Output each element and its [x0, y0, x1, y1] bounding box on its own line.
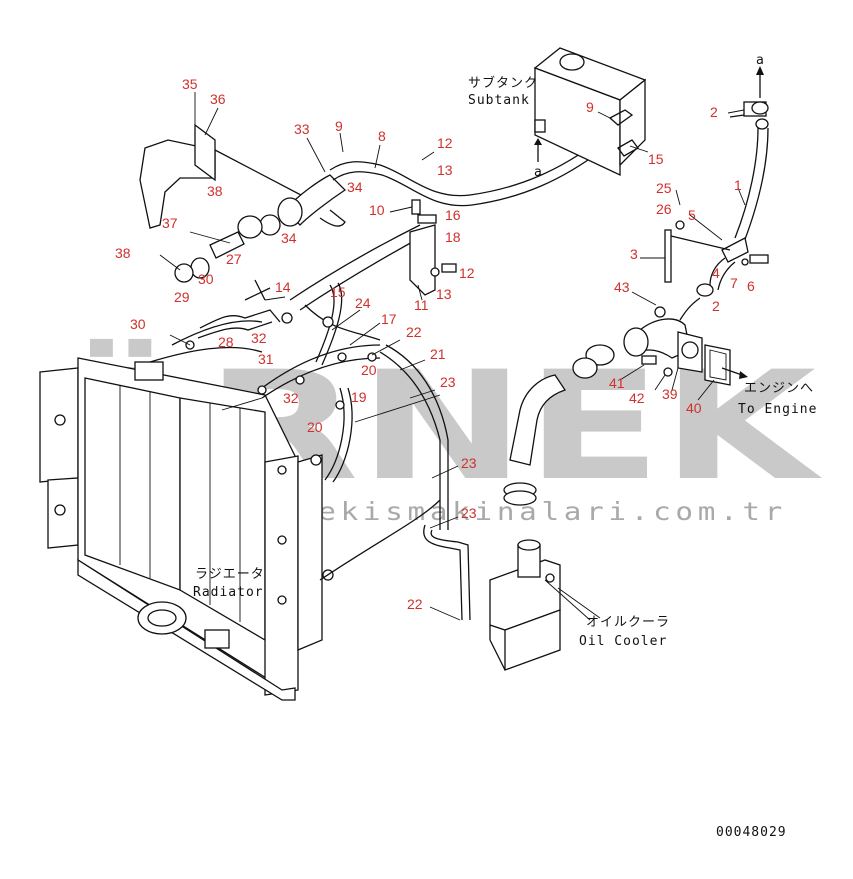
callout-38b: 38: [115, 245, 131, 261]
oil-cooler: [489, 539, 561, 671]
callout-4: 4: [712, 265, 720, 281]
label-radiator-jp: ラジエータ: [195, 567, 265, 582]
callout-27: 27: [226, 251, 242, 267]
callout-30: 30: [198, 271, 214, 287]
callout-17: 17: [381, 311, 397, 327]
callout-2: 2: [710, 104, 718, 120]
label-engine-en: To Engine: [738, 402, 817, 417]
callout-39: 39: [662, 386, 678, 402]
callout-7: 7: [730, 275, 738, 291]
callout-30b: 30: [130, 316, 146, 332]
callout-14: 14: [275, 279, 291, 295]
center-brackets: [409, 199, 457, 296]
callout-15: 15: [330, 284, 346, 300]
callout-34b: 34: [281, 230, 297, 246]
callout-6: 6: [747, 278, 755, 294]
callout-38: 38: [207, 183, 223, 199]
callout-43: 43: [614, 279, 630, 295]
upper-bracket-hoses: [139, 123, 623, 410]
label-ref-a-top: a: [756, 53, 765, 68]
callout-24: 24: [355, 295, 371, 311]
right-hose-assembly: [664, 101, 769, 321]
callout-25: 25: [656, 180, 672, 196]
leader-lines: [159, 92, 746, 621]
label-engine-jp: エンジンへ: [744, 381, 814, 396]
callout-20b: 20: [307, 419, 323, 435]
callout-42: 42: [629, 390, 645, 406]
callout-16: 16: [445, 207, 461, 223]
lower-hose: [503, 374, 567, 506]
label-radiator-en: Radiator: [193, 585, 264, 600]
label-ref-a-bottom: a: [534, 165, 543, 180]
label-oilcooler-en: Oil Cooler: [579, 634, 667, 649]
callout-26: 26: [656, 201, 672, 217]
callout-12b: 12: [459, 265, 475, 281]
callout-9b: 9: [586, 99, 594, 115]
callout-19: 19: [351, 389, 367, 405]
part-callouts: 35 36 33 9 8 12 13 10 16 18 11 13 12 38 …: [115, 76, 755, 612]
callout-3: 3: [630, 246, 638, 262]
arrow-up-icon-subtank: [534, 138, 542, 145]
callout-11: 11: [414, 297, 429, 313]
engine-elbow: [572, 306, 731, 386]
callout-23b: 23: [461, 455, 477, 471]
direction-arrows: [534, 66, 764, 379]
callout-9: 9: [335, 118, 343, 134]
callout-5: 5: [688, 207, 696, 223]
callout-23c: 23: [461, 505, 477, 521]
callout-21: 21: [430, 346, 446, 362]
callout-22: 22: [406, 324, 422, 340]
callout-32b: 32: [283, 390, 299, 406]
callout-41: 41: [609, 375, 625, 391]
callout-34: 34: [347, 179, 363, 195]
label-oilcooler-jp: オイルクーラ: [586, 615, 670, 630]
callout-8: 8: [378, 128, 386, 144]
callout-28: 28: [218, 334, 234, 350]
callout-13: 13: [437, 162, 453, 178]
component-labels: サブタンク Subtank エンジンへ To Engine ラジエータ Radi…: [193, 53, 817, 840]
subtank: [533, 47, 647, 177]
callout-23: 23: [440, 374, 456, 390]
arrow-up-icon: [756, 66, 764, 75]
callout-35: 35: [182, 76, 198, 92]
callout-32: 32: [251, 330, 267, 346]
callout-1: 1: [734, 177, 742, 193]
callout-15b: 15: [648, 151, 664, 167]
callout-29: 29: [174, 289, 190, 305]
arrow-right-icon: [739, 371, 748, 379]
radiator-assembly: [39, 320, 334, 701]
label-subtank-jp: サブタンク: [468, 75, 538, 91]
shroud-pipes: [221, 224, 471, 621]
callout-36: 36: [210, 91, 226, 107]
callout-31: 31: [258, 351, 274, 367]
callout-20: 20: [361, 362, 377, 378]
label-subtank-en: Subtank: [468, 93, 530, 108]
document-number: 00048029: [716, 825, 787, 840]
callout-37: 37: [162, 215, 178, 231]
callout-10: 10: [369, 202, 385, 218]
callout-40: 40: [686, 400, 702, 416]
callout-22b: 22: [407, 596, 423, 612]
callout-12: 12: [437, 135, 453, 151]
callout-33: 33: [294, 121, 310, 137]
callout-2b: 2: [712, 298, 720, 314]
callout-13b: 13: [436, 286, 452, 302]
callout-18: 18: [445, 229, 461, 245]
